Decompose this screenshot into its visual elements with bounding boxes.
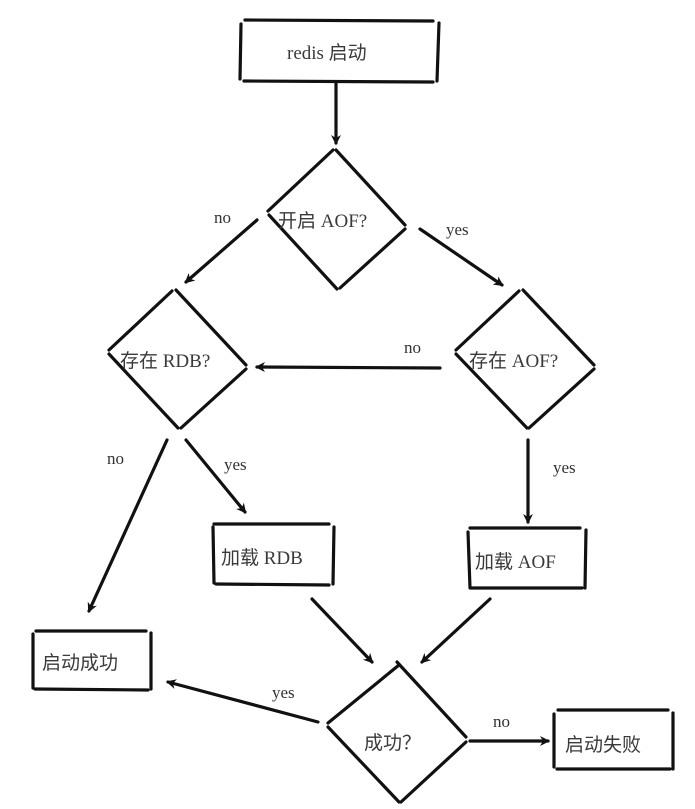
node-startup-success-shape [31, 629, 153, 692]
edge-check-yes [166, 679, 320, 724]
edge-aof-exists-no [255, 362, 442, 373]
edge-label-aof-exists-no: no [404, 338, 421, 357]
node-startup-success-label: 启动成功 [42, 653, 119, 674]
edge-label-aof-exists-yes: yes [553, 458, 576, 477]
node-load-aof-label: 加载 AOF [475, 552, 556, 573]
node-aof-exists-label: 存在 AOF? [469, 351, 559, 372]
node-success-check-label: 成功？ [364, 733, 422, 754]
node-load-aof-shape [466, 526, 588, 590]
node-load-rdb-shape [211, 522, 336, 587]
edge-label-aof-enabled-no: no [214, 208, 231, 227]
node-startup-failed-label: 启动失败 [565, 735, 642, 756]
edge-rdb-exists-no [87, 438, 169, 613]
edge-aof-enabled-no [184, 218, 259, 284]
node-rdb-exists-label: 存在 RDB? [120, 351, 211, 372]
node-rdb-exists-shape [107, 288, 248, 430]
node-success-check-shape [326, 660, 468, 804]
edge-load-rdb-to-check [310, 597, 374, 664]
node-start-label: redis 启动 [287, 43, 367, 64]
node-aof-enabled-label: 开启 AOF? [278, 211, 368, 232]
node-aof-exists-shape [454, 288, 596, 430]
node-startup-failed-shape [552, 708, 675, 771]
edge-label-check-yes: yes [272, 683, 295, 702]
edge-label-check-no: no [493, 712, 510, 731]
edge-aof-enabled-yes [418, 227, 504, 287]
edge-label-rdb-exists-yes: yes [224, 455, 247, 474]
node-aof-enabled-shape [266, 148, 407, 291]
node-start-shape [238, 18, 441, 84]
edge-rdb-exists-yes [184, 438, 247, 514]
edge-load-aof-to-check [420, 597, 492, 664]
edge-label-aof-enabled-yes: yes [446, 220, 469, 239]
edge-label-rdb-exists-no: no [107, 449, 124, 468]
node-load-rdb-label: 加载 RDB [221, 548, 303, 569]
